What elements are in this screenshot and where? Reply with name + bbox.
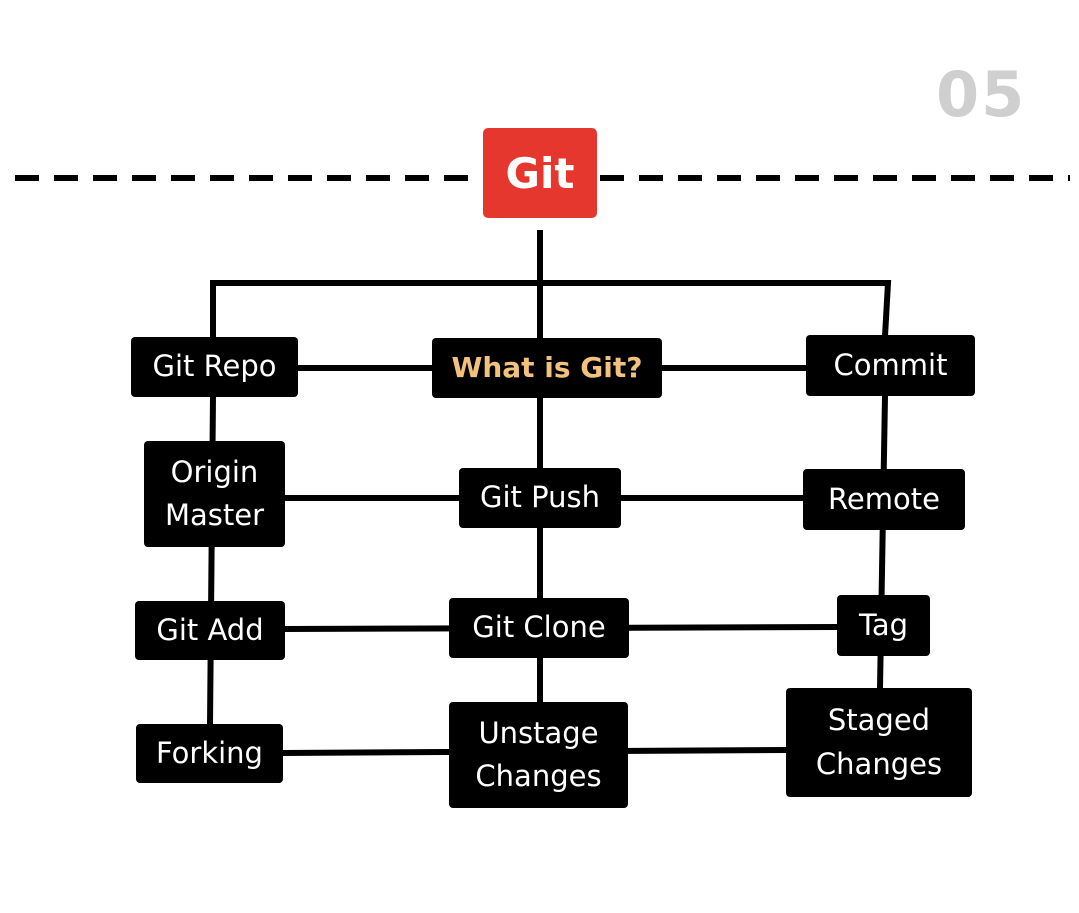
page-number: 05	[936, 58, 1027, 131]
node-git-add: Git Add	[135, 601, 285, 660]
node-commit: Commit	[806, 335, 975, 396]
center-node-what-is-git: What is Git?	[432, 338, 662, 398]
connector-branch-bar	[210, 280, 892, 338]
node-forking: Forking	[136, 724, 283, 783]
node-origin-master: Origin Master	[144, 441, 285, 547]
node-remote: Remote	[803, 469, 965, 530]
node-git-clone: Git Clone	[449, 598, 629, 658]
node-git-repo: Git Repo	[131, 337, 298, 397]
node-git-push: Git Push	[459, 468, 621, 528]
root-node-git: Git	[483, 128, 597, 218]
node-tag: Tag	[837, 595, 930, 656]
node-unstage-changes: Unstage Changes	[449, 702, 628, 808]
node-staged-changes: Staged Changes	[786, 688, 972, 797]
